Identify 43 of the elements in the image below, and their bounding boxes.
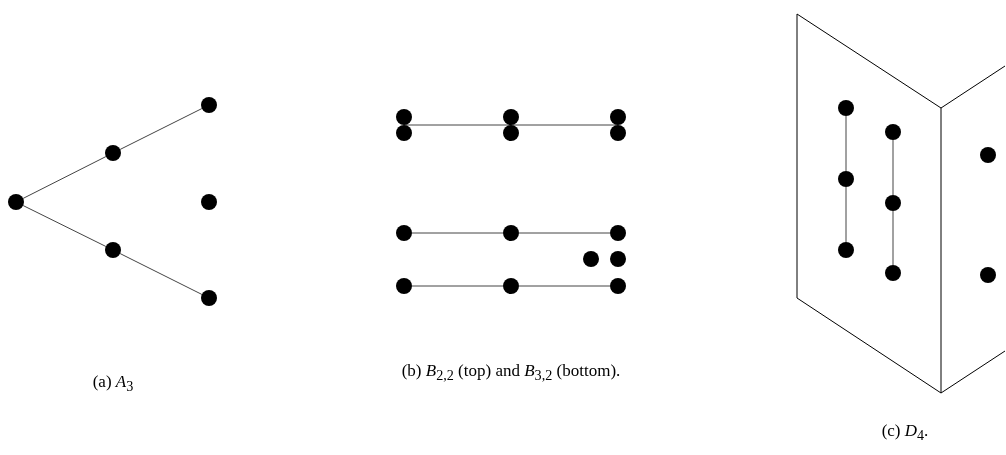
connector-line: [119, 253, 203, 295]
dot: [201, 290, 217, 306]
dot: [396, 225, 412, 241]
connector-line: [845, 115, 847, 172]
connector-line: [411, 285, 504, 287]
dot: [838, 100, 854, 116]
connector-line: [119, 108, 203, 150]
dot: [610, 278, 626, 294]
dot: [503, 225, 519, 241]
dot: [503, 109, 519, 125]
dot: [980, 147, 996, 163]
dot: [201, 97, 217, 113]
dot: [503, 278, 519, 294]
connector-line: [518, 232, 611, 234]
dot: [885, 265, 901, 281]
connector-line: [22, 156, 107, 199]
dot: [105, 242, 121, 258]
connector-line: [411, 232, 504, 234]
dot: [838, 171, 854, 187]
connector-line: [892, 139, 894, 196]
dot: [980, 267, 996, 283]
dot: [610, 251, 626, 267]
dot: [396, 109, 412, 125]
subfigure-caption: (b) B$_{2,2}$ (top) and B$_{3,2}$ (bottom).: [401, 361, 621, 385]
subfigure-caption: (a) A$_{3}$: [92, 372, 134, 396]
dot: [610, 125, 626, 141]
dot: [885, 124, 901, 140]
dot: [396, 125, 412, 141]
connector-line: [22, 205, 107, 247]
dot: [503, 125, 519, 141]
dot: [8, 194, 24, 210]
dot: [885, 195, 901, 211]
connector-line: [518, 285, 611, 287]
dot: [610, 109, 626, 125]
dot: [201, 194, 217, 210]
dot: [396, 278, 412, 294]
connector-line: [845, 186, 847, 243]
dot: [610, 225, 626, 241]
dot: [838, 242, 854, 258]
subfigure-caption: (c) D$_{4}$.: [881, 421, 929, 445]
dot: [105, 145, 121, 161]
connector-line: [892, 210, 894, 266]
dot: [583, 251, 599, 267]
